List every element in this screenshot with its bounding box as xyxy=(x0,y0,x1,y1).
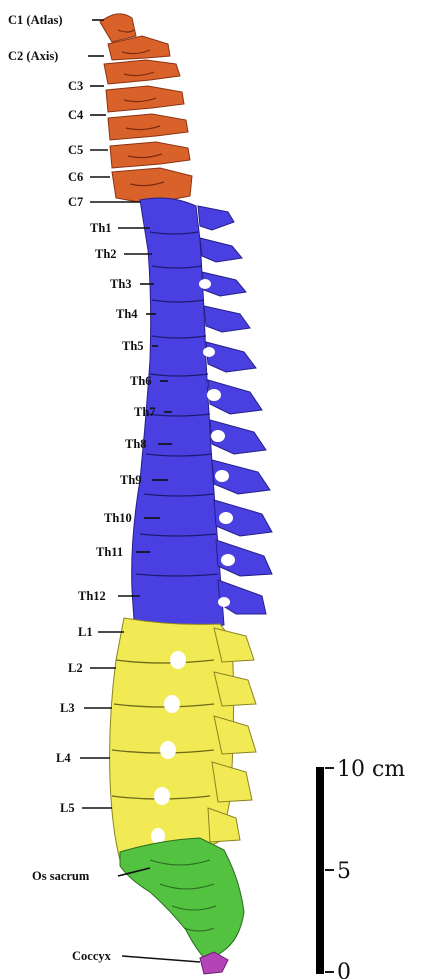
cervical-region xyxy=(100,14,192,204)
label-c6: C6 xyxy=(68,170,83,184)
label-c4: C4 xyxy=(68,108,84,122)
lumbar-region xyxy=(110,618,256,860)
label-th8: Th8 xyxy=(125,437,147,451)
label-c7: C7 xyxy=(68,195,83,209)
scale-label-top: 10 cm xyxy=(337,757,405,782)
scale-bar-rect xyxy=(316,767,324,974)
label-c1: C1 (Atlas) xyxy=(8,13,63,27)
label-th9: Th9 xyxy=(120,473,142,487)
label-th6: Th6 xyxy=(130,374,152,388)
label-th2: Th2 xyxy=(95,247,117,261)
scale-bar: 10 cm 5 0 xyxy=(316,757,405,979)
label-th4: Th4 xyxy=(116,307,138,321)
label-th5: Th5 xyxy=(122,339,144,353)
label-th11: Th11 xyxy=(96,545,123,559)
label-l2: L2 xyxy=(68,661,83,675)
label-th12: Th12 xyxy=(78,589,106,603)
scale-label-bottom: 0 xyxy=(337,960,351,979)
label-c5: C5 xyxy=(68,143,83,157)
label-th3: Th3 xyxy=(110,277,132,291)
sacrum-region xyxy=(120,838,244,962)
label-sacrum: Os sacrum xyxy=(32,869,90,883)
label-l1: L1 xyxy=(78,625,93,639)
scale-label-mid: 5 xyxy=(337,859,351,884)
label-th10: Th10 xyxy=(104,511,132,525)
label-l4: L4 xyxy=(56,751,71,765)
label-l5: L5 xyxy=(60,801,75,815)
label-th7: Th7 xyxy=(134,405,156,419)
label-th1: Th1 xyxy=(90,221,112,235)
label-c2: C2 (Axis) xyxy=(8,49,58,63)
label-l3: L3 xyxy=(60,701,75,715)
label-coccyx: Coccyx xyxy=(72,949,112,963)
label-c3: C3 xyxy=(68,79,83,93)
